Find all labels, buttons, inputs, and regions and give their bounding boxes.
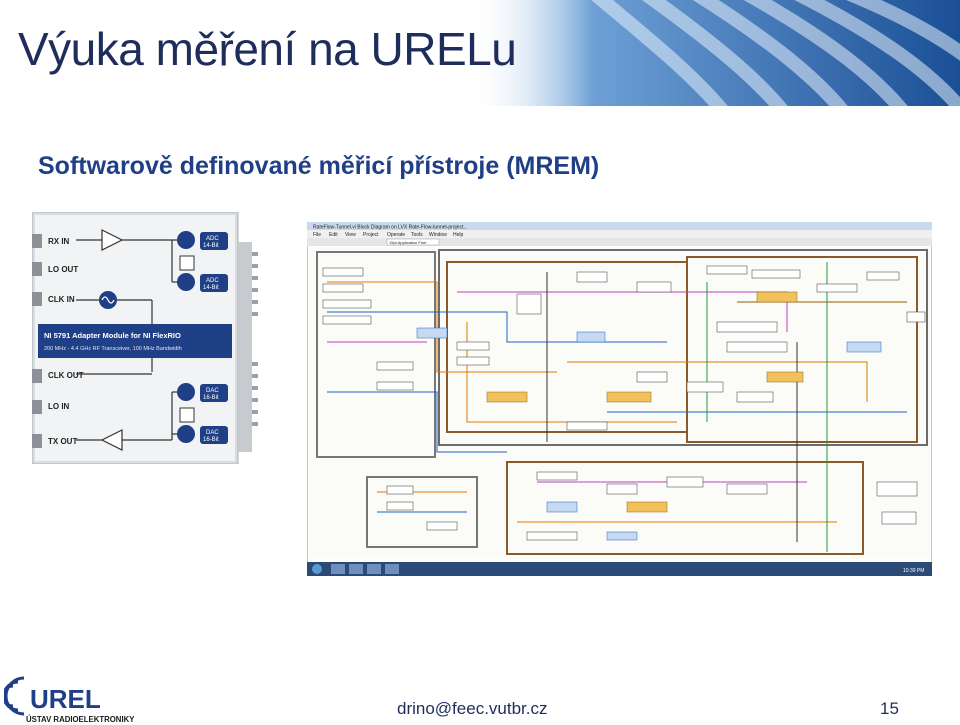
taskbar-clock: 10:39 PM — [903, 568, 924, 574]
lo-out-label: LO OUT — [48, 265, 78, 274]
slide-title: Výuka měření na URELu — [18, 23, 517, 75]
lo-in-label: LO IN — [48, 402, 70, 411]
menu-operate: Operate — [387, 232, 405, 238]
adc-label-1: ADC — [206, 236, 219, 242]
page-number: 15 — [880, 699, 899, 718]
dac-label-1: DAC — [206, 388, 219, 394]
footer-email: drino@feec.vutbr.cz — [397, 699, 548, 718]
tx-out-label: TX OUT — [48, 437, 77, 446]
menu-view: View — [345, 232, 356, 238]
ni-5791-module-image: RX IN LO OUT CLK IN CLK OUT LO IN TX OUT… — [32, 212, 258, 464]
window-title: RateFlow-Tunnel.vi Block Diagram on LVX … — [313, 225, 468, 231]
logo-text: UREL — [30, 684, 101, 714]
dac-bits-label-1: 16-Bit — [203, 395, 219, 401]
module-name: NI 5791 Adapter Module for NI FlexRIO — [44, 331, 181, 340]
labview-block-diagram-screenshot: RateFlow-Tunnel.vi Block Diagram on LVX … — [307, 222, 932, 576]
adc-bits-label-2: 14-Bit — [203, 285, 219, 291]
logo-caption: ÚSTAV RADIOELEKTRONIKY — [26, 715, 134, 724]
header-banner — [470, 0, 960, 106]
menu-project: Project — [363, 232, 379, 238]
slide-subtitle: Softwarově definované měřicí přístroje (… — [38, 152, 600, 180]
menu-file: File — [313, 232, 321, 238]
dac-bits-label-2: 16-Bit — [203, 437, 219, 443]
menu-tools: Tools — [411, 232, 423, 238]
clk-out-label: CLK OUT — [48, 371, 84, 380]
module-spec: 200 MHz - 4.4 GHz RF Transceiver, 100 MH… — [44, 346, 182, 352]
adc-bits-label-1: 14-Bit — [203, 243, 219, 249]
menu-help: Help — [453, 232, 464, 238]
dac-label-2: DAC — [206, 430, 219, 436]
rx-in-label: RX IN — [48, 237, 70, 246]
clk-in-label: CLK IN — [48, 295, 75, 304]
adc-label-2: ADC — [206, 278, 219, 284]
menu-edit: Edit — [329, 232, 338, 238]
urel-logo: UREL ÚSTAV RADIOELEKTRONIKY — [4, 676, 134, 724]
font-selector: 15pt Application Font — [389, 240, 427, 245]
menu-window: Window — [429, 232, 447, 238]
